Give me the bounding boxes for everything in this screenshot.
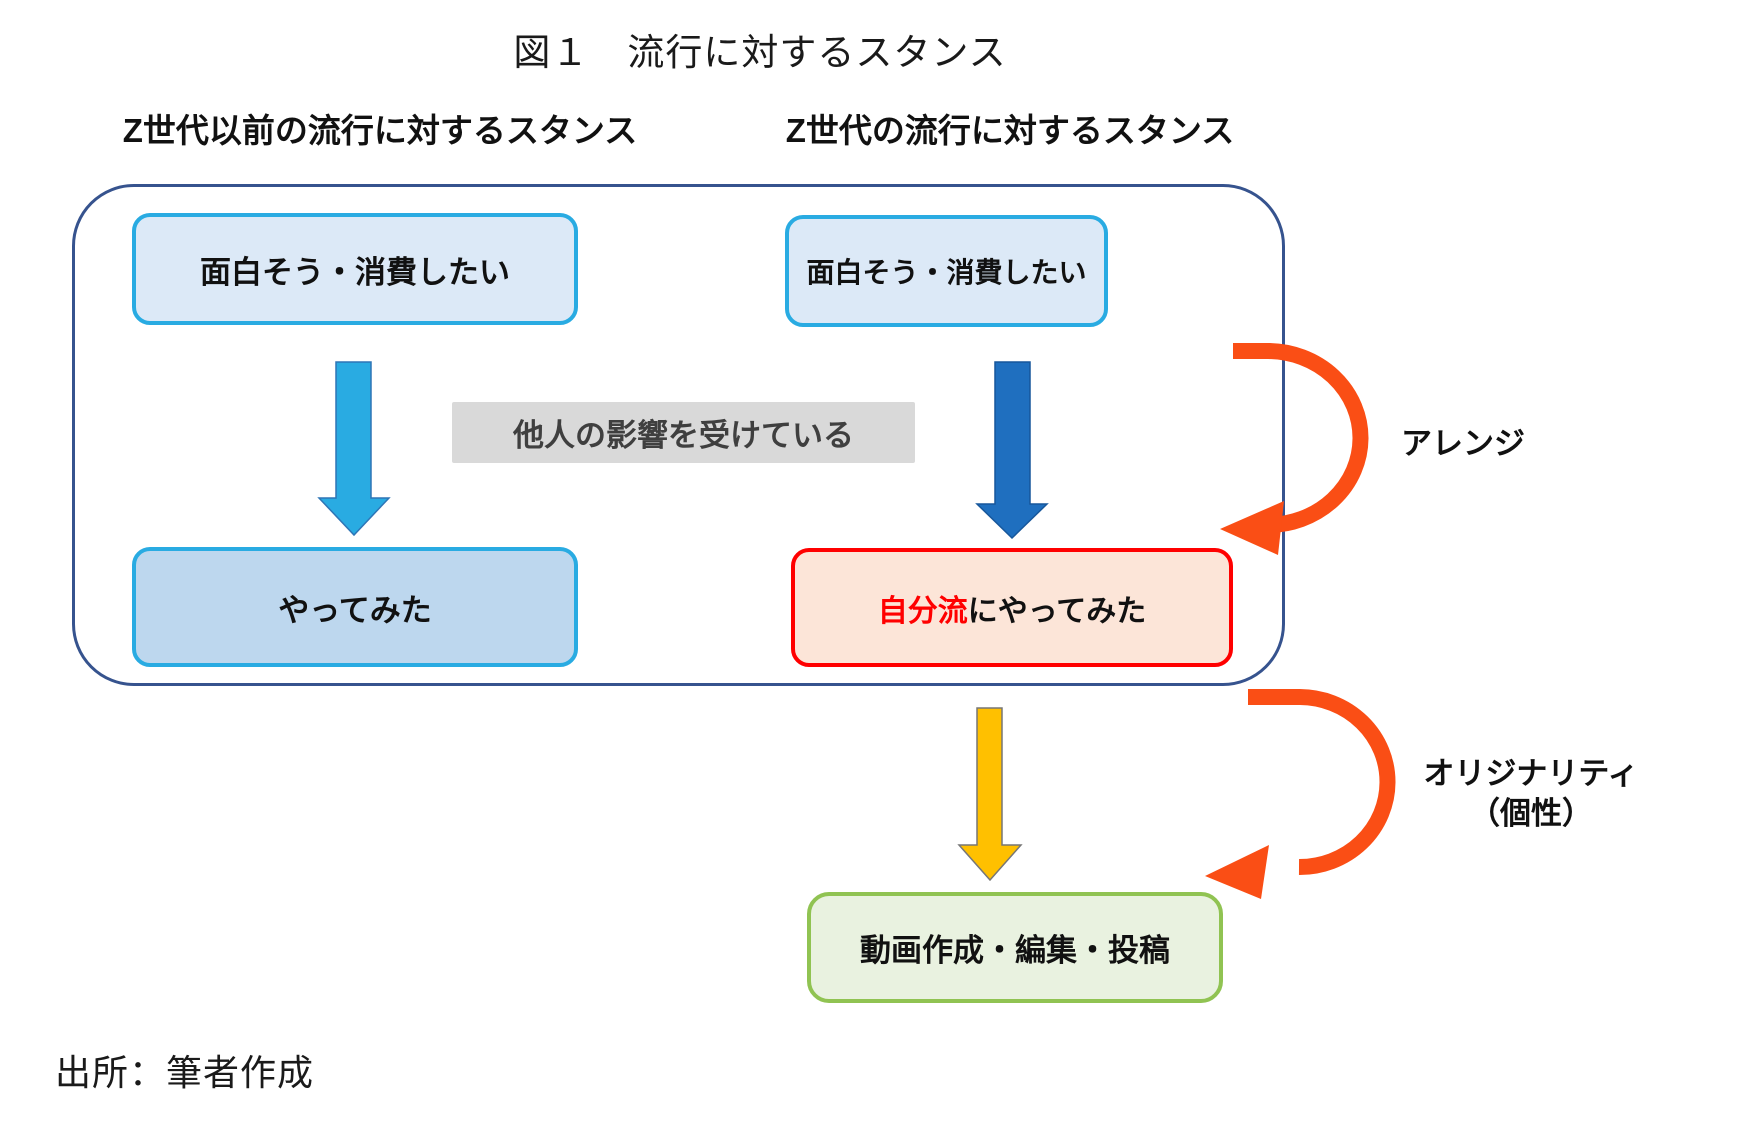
box-tried-it: やってみた: [132, 547, 578, 667]
label-originality-line2: （個性）: [1469, 796, 1593, 831]
box-video-create-edit-post: 動画作成・編集・投稿: [807, 892, 1223, 1003]
column-header-gen-z: Z世代の流行に対するスタンス: [785, 112, 1235, 149]
box-tried-own-way-label: 自分流にやってみた: [878, 586, 1147, 630]
label-arrange: アレンジ: [1401, 426, 1525, 461]
figure-title: 図１ 流行に対するスタンス: [513, 33, 1007, 74]
down-arrow-yellow-icon: [957, 707, 1023, 882]
box-interest-gen-z-label: 面白そう・消費したい: [806, 257, 1087, 288]
note-influenced-by-others: 他人の影響を受けている: [452, 402, 915, 463]
curved-arrow-originality-icon: [1205, 689, 1396, 899]
column-header-pre-gen-z: Z世代以前の流行に対するスタンス: [122, 112, 638, 149]
label-originality: オリジナリティ （個性）: [1396, 754, 1666, 834]
box-video-create-edit-post-label: 動画作成・編集・投稿: [860, 933, 1170, 968]
note-influenced-by-others-label: 他人の影響を受けている: [513, 418, 854, 453]
own-way-rest: にやってみた: [967, 594, 1147, 628]
own-way-highlight: 自分流: [877, 594, 968, 628]
box-interest-pre-gen-z: 面白そう・消費したい: [132, 213, 578, 325]
source-note: 出所：筆者作成: [55, 1053, 315, 1093]
box-interest-gen-z: 面白そう・消費したい: [785, 215, 1108, 327]
box-tried-it-label: やってみた: [278, 592, 432, 628]
label-originality-line1: オリジナリティ: [1423, 756, 1639, 791]
box-interest-pre-gen-z-label: 面白そう・消費したい: [200, 254, 510, 290]
box-tried-own-way: 自分流にやってみた: [791, 548, 1233, 667]
